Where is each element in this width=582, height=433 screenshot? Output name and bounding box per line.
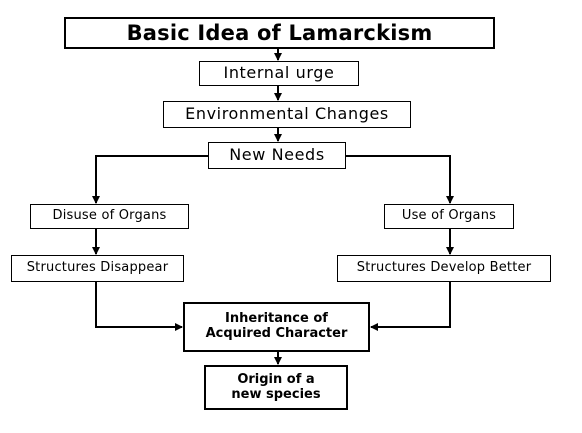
node-inheritance-line2: Acquired Character [205, 326, 348, 341]
node-use-of-organs-label: Use of Organs [401, 208, 497, 224]
arrow-new-needs-to-disuse [92, 155, 208, 204]
node-internal-urge-label: Internal urge [223, 63, 335, 83]
node-new-needs-label: New Needs [229, 145, 325, 165]
diagram-title: Basic Idea of Lamarckism [64, 17, 495, 49]
node-inheritance-of-acquired-character: Inheritance of Acquired Character [183, 302, 370, 352]
node-origin-line2: new species [231, 386, 321, 402]
node-disuse-of-organs-label: Disuse of Organs [52, 208, 167, 224]
node-origin-line1: Origin of a [237, 371, 315, 387]
arrow-develop-to-inheritance [370, 281, 451, 331]
node-use-of-organs: Use of Organs [384, 204, 514, 229]
node-internal-urge: Internal urge [199, 61, 359, 86]
node-structures-disappear-label: Structures Disappear [26, 260, 169, 276]
node-disuse-of-organs: Disuse of Organs [30, 204, 189, 229]
node-structures-develop-better: Structures Develop Better [337, 255, 551, 282]
arrow-new-needs-to-use [346, 155, 454, 204]
node-origin-of-new-species: Origin of a new species [204, 365, 348, 410]
node-structures-develop-better-label: Structures Develop Better [356, 260, 532, 276]
node-environmental-changes-label: Environmental Changes [185, 104, 389, 124]
node-new-needs: New Needs [208, 142, 346, 169]
node-inheritance-line1: Inheritance of [225, 311, 328, 327]
node-environmental-changes: Environmental Changes [163, 101, 411, 128]
diagram-title-text: Basic Idea of Lamarckism [126, 20, 433, 45]
node-structures-disappear: Structures Disappear [11, 255, 184, 282]
arrow-disappear-to-inheritance [95, 281, 183, 331]
